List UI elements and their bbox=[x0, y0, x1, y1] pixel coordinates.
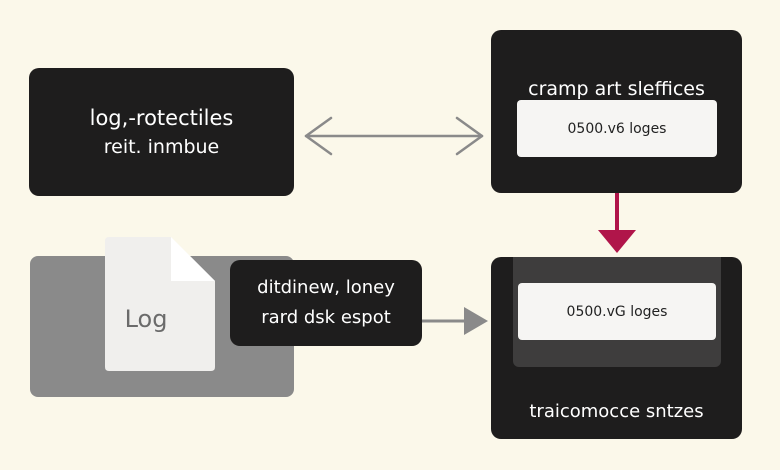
rotate-node: log,-rotectiles reit. inmbue bbox=[29, 68, 294, 196]
output-node-footer: traicomocce sntzes bbox=[529, 401, 704, 422]
export-node: ditdinew, loney rard dsk espot bbox=[230, 260, 422, 346]
settings-node: cramp art sleffices 0500.v6 loges bbox=[491, 30, 742, 193]
settings-node-field: 0500.v6 loges bbox=[517, 100, 717, 157]
output-node: 0500.vG loges traicomocce sntzes bbox=[491, 257, 742, 439]
rotate-node-line1: log,-rotectiles bbox=[89, 106, 234, 130]
down-arrow bbox=[598, 193, 636, 253]
log-file-label: Log bbox=[124, 305, 168, 333]
export-node-line2: rard dsk espot bbox=[261, 307, 391, 328]
export-node-line1: ditdinew, loney bbox=[257, 277, 395, 298]
rotate-node-line2: reit. inmbue bbox=[103, 136, 220, 158]
output-node-field: 0500.vG loges bbox=[518, 283, 716, 340]
settings-node-title: cramp art sleffices bbox=[528, 78, 705, 100]
right-arrow bbox=[422, 307, 488, 335]
bidirectional-arrow bbox=[304, 116, 484, 156]
document-icon bbox=[105, 237, 215, 371]
